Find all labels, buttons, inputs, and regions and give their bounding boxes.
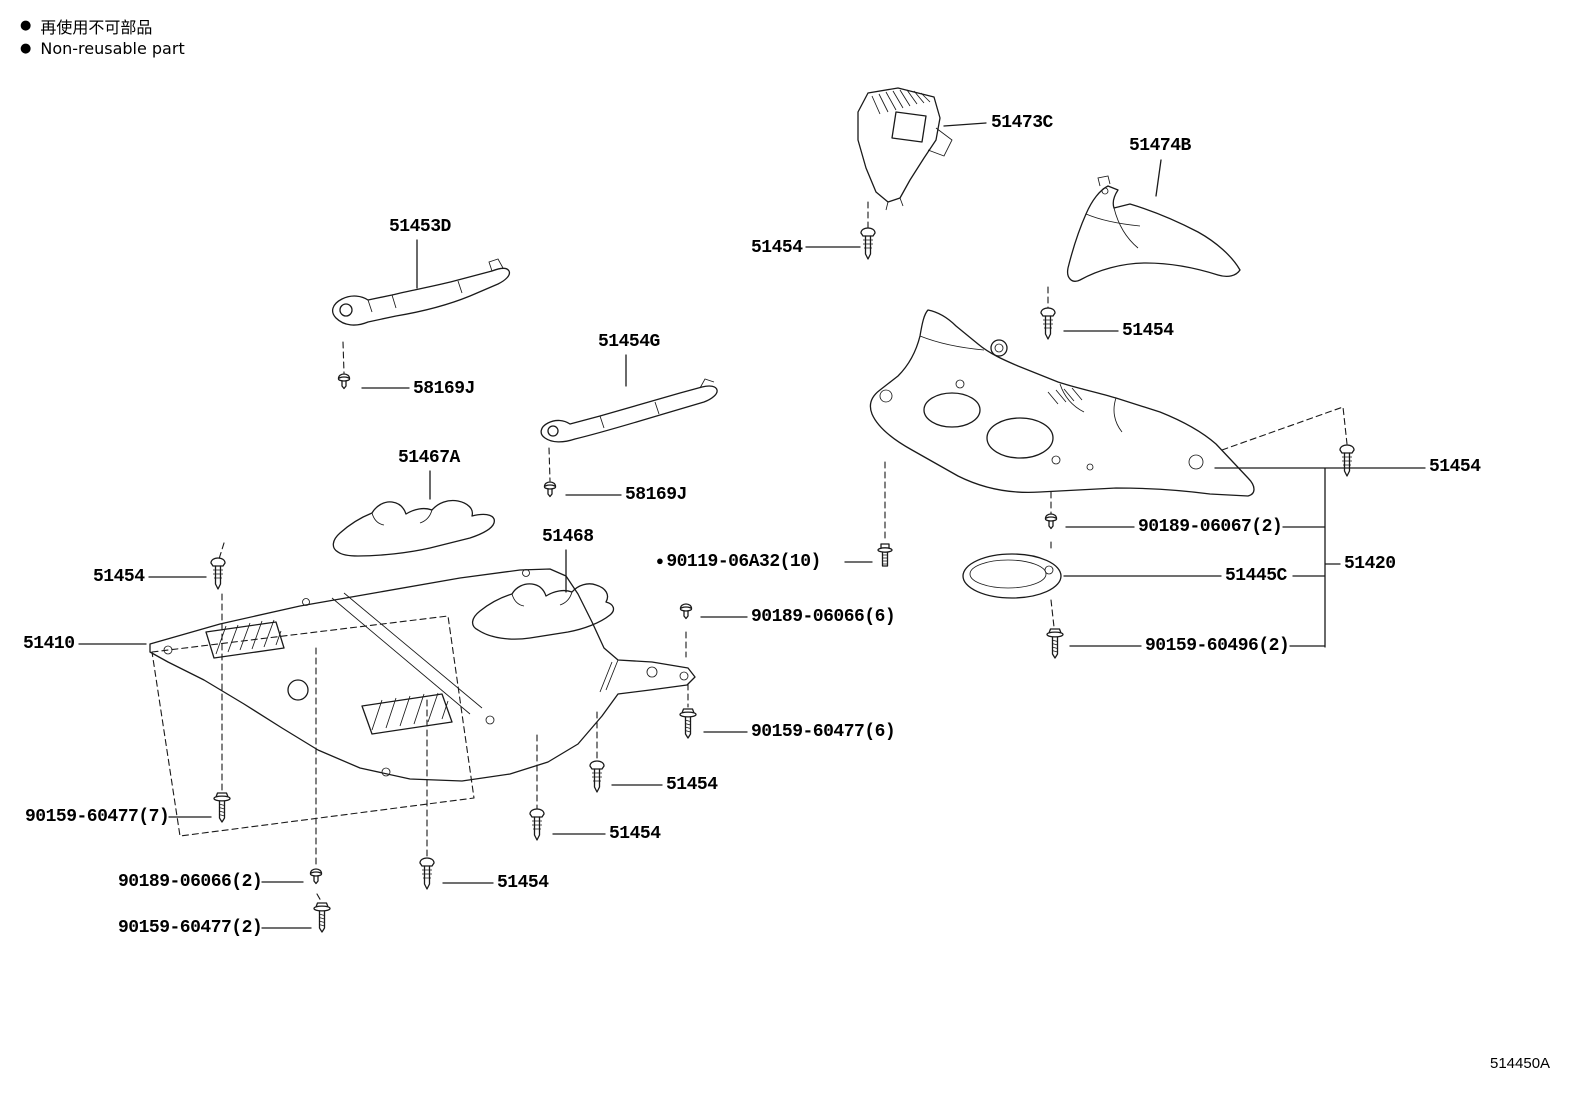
part-51445c-service-hole-cover <box>962 553 1062 599</box>
part-label-51445c: 51445C <box>1225 566 1287 586</box>
part-51474b-side-cover <box>1066 175 1241 282</box>
part-51473c-side-cover <box>857 87 953 211</box>
grommet-90189-06066-2 <box>309 868 323 885</box>
part-51453d-engine-side-plate <box>331 258 511 326</box>
part-label-90189-06066-6: 90189-06066(6) <box>751 607 896 627</box>
clip-51454-top <box>860 227 876 260</box>
clip-51454-right <box>1339 444 1355 477</box>
part-label-51454-bottom-c: 51454 <box>497 873 549 893</box>
part-label-51420: 51420 <box>1344 554 1396 574</box>
part-51467a-cover-bracket <box>332 499 495 557</box>
legend-text-en: Non-reusable part <box>40 39 185 58</box>
non-reusable-bullet-icon: ● <box>20 18 32 33</box>
part-51454g-engine-side-plate <box>540 378 718 443</box>
bolt-90119-06a32 <box>877 543 893 567</box>
part-label-51467a: 51467A <box>398 448 460 468</box>
part-label-58169j-a: 58169J <box>413 379 475 399</box>
part-51420-engine-under-cover-rear <box>869 309 1255 497</box>
part-label-51454-bottom-b: 51454 <box>609 824 661 844</box>
clip-51454-bottom-a <box>589 760 605 793</box>
clip-58169j-b <box>543 481 557 498</box>
part-label-51454-bottom-a: 51454 <box>666 775 718 795</box>
part-label-51473c: 51473C <box>991 113 1053 133</box>
grommet-90189-06067-2 <box>1044 513 1058 530</box>
part-label-51454-right-upper: 51454 <box>1122 321 1174 341</box>
part-label-51454-top: 51454 <box>751 238 803 258</box>
part-label-90119-06a32: ● 90119-06A32(10) <box>656 551 821 573</box>
part-label-90119-06a32-text: 90119-06A32(10) <box>666 552 821 572</box>
part-label-90189-06067-2: 90189-06067(2) <box>1138 517 1283 537</box>
diagram-code: 514450A <box>1490 1055 1551 1072</box>
projection-lines <box>218 201 1348 902</box>
non-reusable-bullet-icon: ● <box>20 41 32 56</box>
grommet-90189-06066-6 <box>679 603 693 620</box>
part-label-51453d: 51453D <box>389 217 451 237</box>
part-51410-engine-under-cover-front <box>149 568 696 782</box>
legend: ● 再使用不可部品 ● Non-reusable part <box>20 14 185 60</box>
clip-51454-left <box>210 557 226 590</box>
screw-90159-60477-7 <box>213 792 231 823</box>
part-label-51474b: 51474B <box>1129 136 1191 156</box>
legend-text-jp: 再使用不可部品 <box>40 17 153 37</box>
part-51468-cover-bracket <box>471 583 615 640</box>
screw-90159-60496-2 <box>1046 628 1064 659</box>
part-label-51410: 51410 <box>23 634 75 654</box>
part-label-58169j-b: 58169J <box>625 485 687 505</box>
projection-outline <box>151 615 475 837</box>
clip-51454-bottom-c <box>419 857 435 890</box>
leader-lines <box>78 122 1426 929</box>
legend-row-en: ● Non-reusable part <box>20 37 185 60</box>
part-label-90159-60477-2: 90159-60477(2) <box>118 918 263 938</box>
part-label-51468: 51468 <box>542 527 594 547</box>
clip-51454-right-upper <box>1040 307 1056 340</box>
part-label-90159-60477-6: 90159-60477(6) <box>751 722 896 742</box>
screw-90159-60477-2 <box>313 902 331 933</box>
part-label-51454g: 51454G <box>598 332 660 352</box>
legend-row-jp: ● 再使用不可部品 <box>20 14 185 37</box>
clip-58169j-a <box>337 373 351 390</box>
screw-90159-60477-6 <box>679 708 697 739</box>
part-label-90159-60477-7: 90159-60477(7) <box>25 807 170 827</box>
part-label-90159-60496-2: 90159-60496(2) <box>1145 636 1290 656</box>
part-label-51454-left: 51454 <box>93 567 145 587</box>
non-reusable-bullet-icon: ● <box>656 554 664 569</box>
part-label-51454-right: 51454 <box>1429 457 1481 477</box>
clip-51454-bottom-b <box>529 808 545 841</box>
part-label-90189-06066-2: 90189-06066(2) <box>118 872 263 892</box>
